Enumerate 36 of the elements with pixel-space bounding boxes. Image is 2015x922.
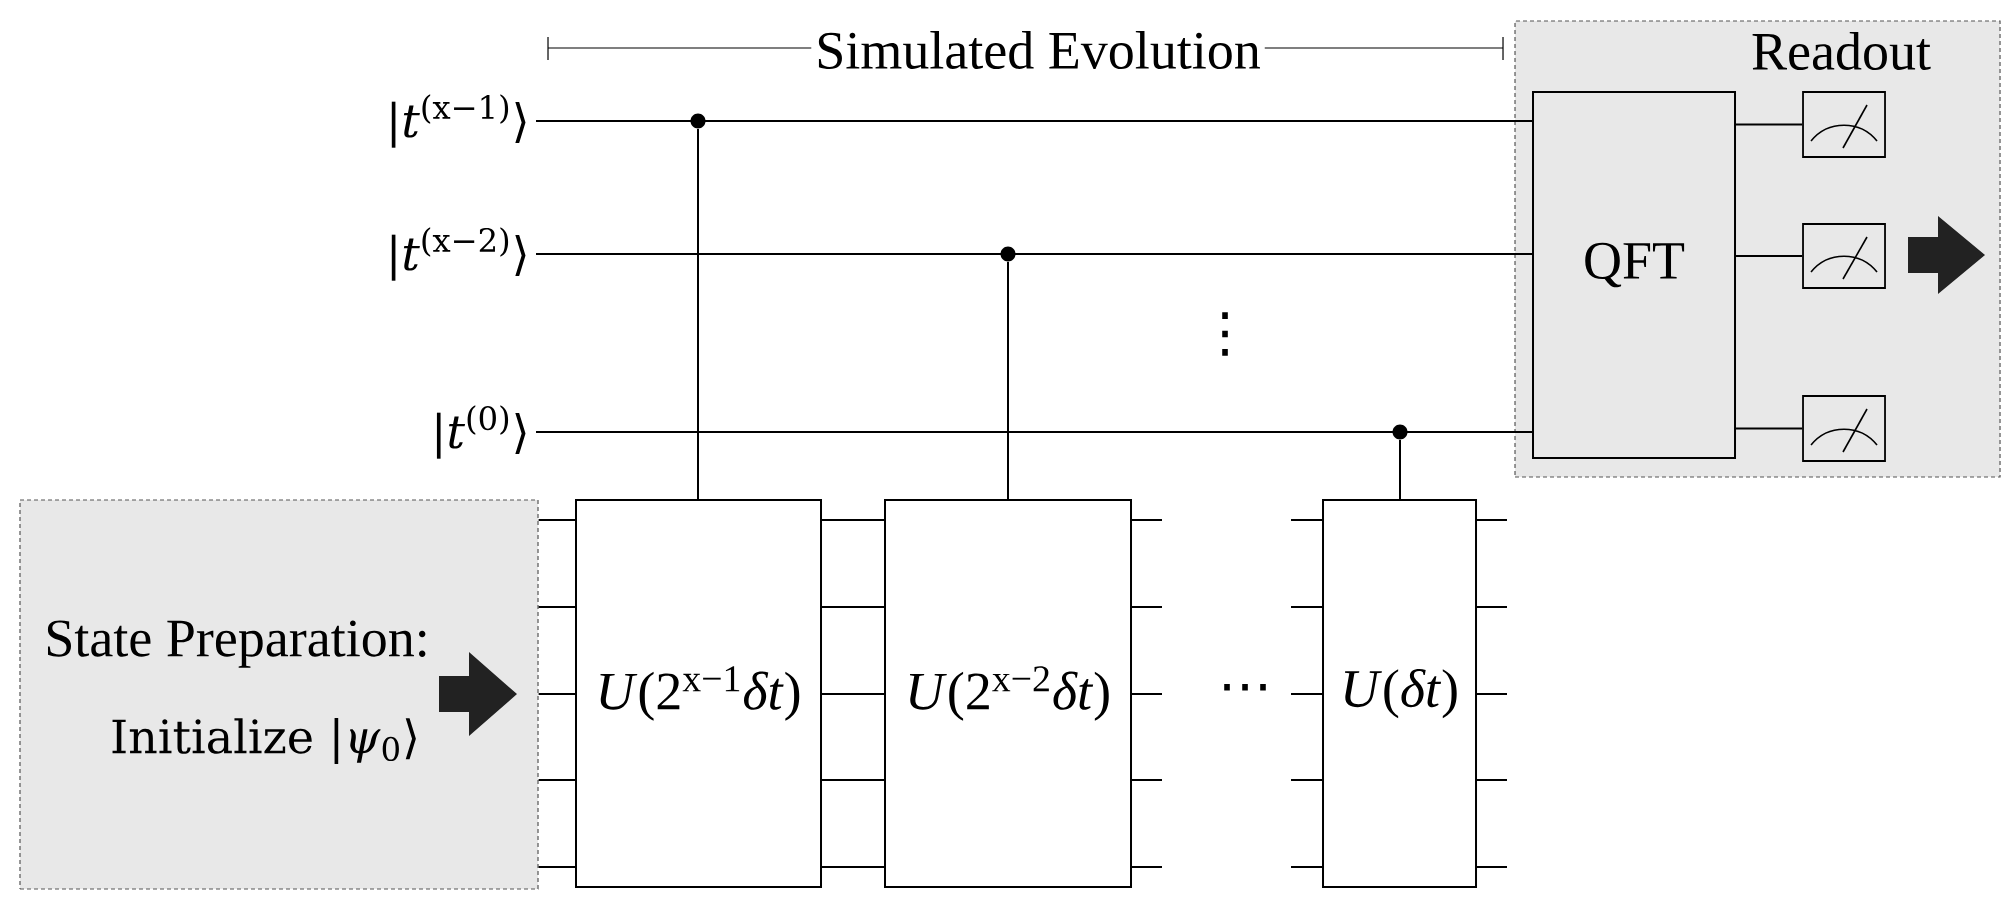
wire <box>821 779 885 781</box>
wire <box>537 519 576 521</box>
meter-symbol <box>1802 223 1886 289</box>
ket-label: |t$^{(x−2)}$⟩ <box>391 227 526 281</box>
gate-box: U(2$^{x−2}$δt) <box>884 499 1132 888</box>
wire <box>821 519 885 521</box>
gate-box: QFT <box>1532 91 1736 459</box>
ellipsis-dots: ⋮ <box>1222 312 1228 356</box>
control-line <box>697 127 699 500</box>
wire <box>537 606 576 608</box>
gate-box: U(2$^{x−1}$δt) <box>575 499 822 888</box>
bracket-label: Simulated Evolution <box>811 27 1265 73</box>
ket-label: |t$^{(0)}$⟩ <box>436 405 526 459</box>
ellipsis-dots: ⋯ <box>1224 683 1266 691</box>
control-line <box>1399 438 1401 500</box>
wire <box>821 866 885 868</box>
control-line <box>1007 260 1009 500</box>
wire <box>535 253 1533 255</box>
meter-symbol <box>1802 395 1886 462</box>
wire <box>537 866 576 868</box>
meter-symbol <box>1802 91 1886 158</box>
wire <box>537 779 576 781</box>
wire <box>821 606 885 608</box>
control-dot <box>1000 246 1016 262</box>
wire <box>1735 427 1804 430</box>
control-dot <box>1392 424 1408 440</box>
wire <box>535 431 1533 433</box>
wire <box>1735 255 1804 257</box>
wire <box>821 693 885 695</box>
wire <box>535 120 1533 122</box>
wire <box>537 693 576 695</box>
ket-label: |t$^{(x−1)}$⟩ <box>391 94 526 148</box>
wire <box>1735 123 1804 126</box>
gate-box: U(δt) <box>1322 499 1477 888</box>
control-dot <box>690 113 706 129</box>
dashed-box: State Preparation: Initialize |ψ$_{0}$⟩ <box>19 499 539 890</box>
